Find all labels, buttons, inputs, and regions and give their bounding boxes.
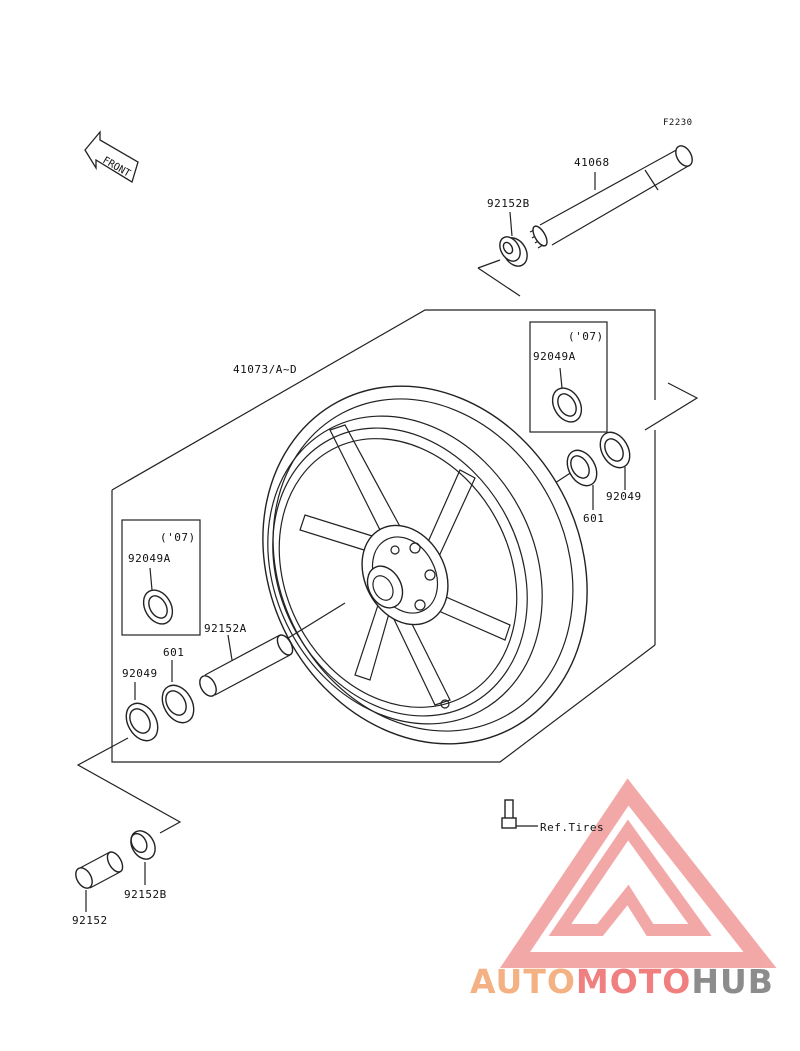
label-seal-07-left: 92049A <box>128 552 171 565</box>
brand-part-hub: HUB <box>691 962 774 1001</box>
inset-box-left <box>121 519 201 636</box>
label-spacer-mid: 92152A <box>204 622 247 635</box>
spacer-part-icon <box>199 634 294 697</box>
spacer-bottom-part-icon <box>75 851 124 912</box>
watermark-brand: AUTOMOTOHUB <box>470 962 774 1001</box>
label-bearing-right: 601 <box>583 512 605 525</box>
front-direction-icon: FRONT <box>84 130 139 183</box>
collar-top-part-icon <box>499 211 528 267</box>
label-note-07-right: ('07) <box>568 330 604 343</box>
label-collar-top: 92152B <box>487 197 530 210</box>
diagram-code: F2230 <box>663 118 693 128</box>
brand-part-auto: AUTO <box>470 962 576 1001</box>
label-axle: 41068 <box>574 156 610 169</box>
valve-part-icon <box>501 799 538 829</box>
label-wheel: 41073/A~D <box>233 363 298 376</box>
label-seal-right: 92049 <box>606 490 642 503</box>
label-bearing-left: 601 <box>163 646 185 659</box>
label-seal-07-right: 92049A <box>533 350 576 363</box>
label-seal-left: 92049 <box>122 667 158 680</box>
label-collar-bottom: 92152B <box>124 888 167 901</box>
label-ref-tires: Ref.Tires <box>540 821 605 834</box>
label-note-07-left: ('07) <box>160 531 196 544</box>
brand-part-moto: MOTO <box>575 962 692 1001</box>
wheel-part-icon <box>262 385 588 745</box>
label-spacer-bottom: 92152 <box>72 914 108 927</box>
watermark-logo-icon <box>499 778 777 968</box>
inset-box-right <box>529 321 608 433</box>
wheel-group-box <box>111 309 656 491</box>
axle-part-icon <box>529 145 693 249</box>
